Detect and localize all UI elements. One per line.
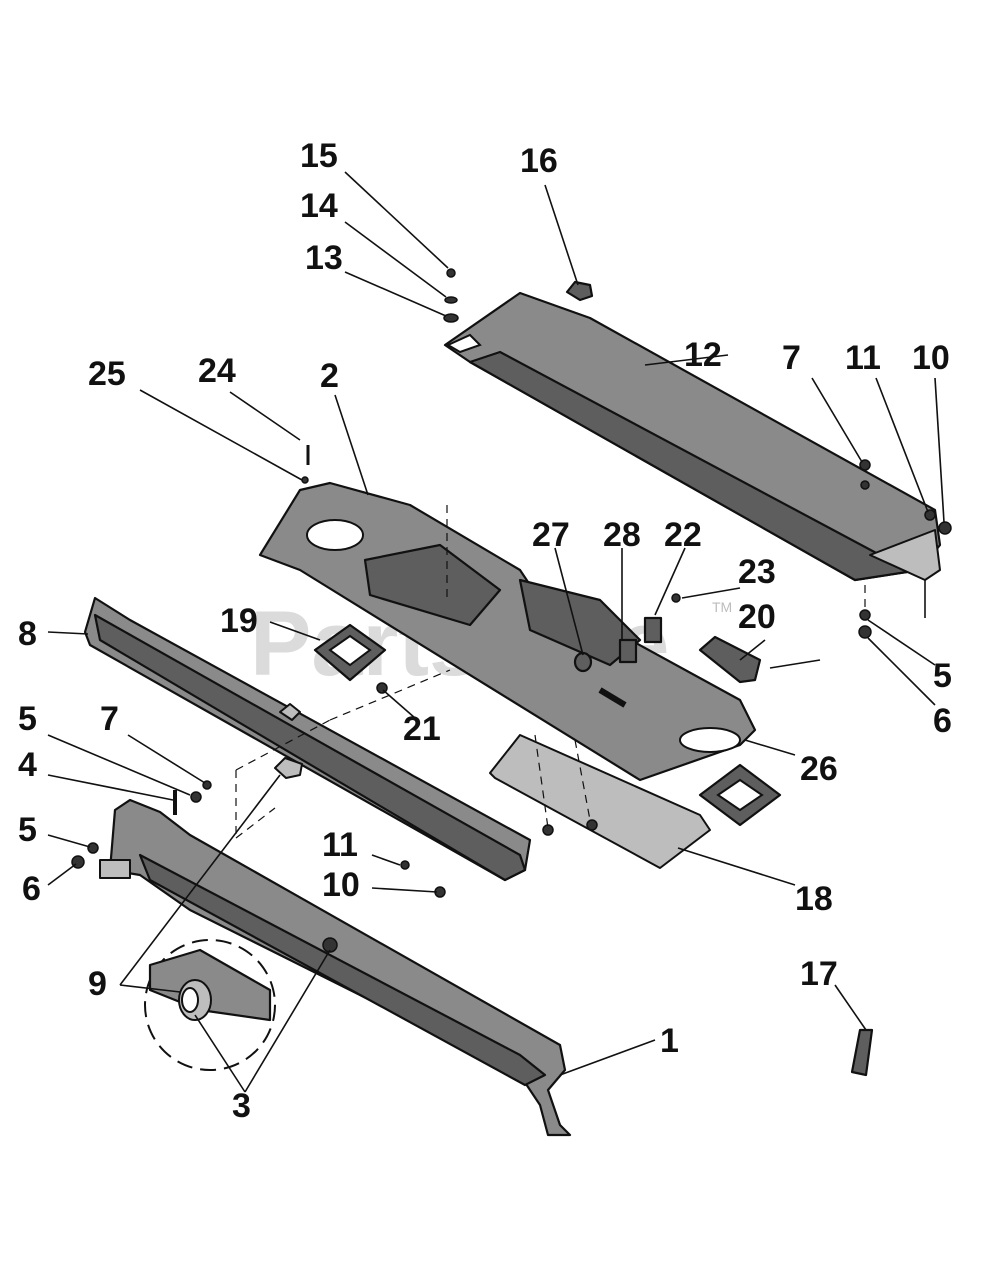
callout-12: 12	[684, 336, 722, 374]
callout-27: 27	[532, 516, 570, 554]
callout-21: 21	[403, 710, 441, 748]
callout-2: 2	[320, 357, 339, 395]
callout-5-right: 5	[933, 657, 952, 695]
callout-labels: 15 14 13 16 12 7 11 10 25 24 2 27 28 22 …	[18, 137, 952, 1125]
part-27-grommet[interactable]	[573, 651, 593, 673]
leader-lines	[47, 171, 945, 1093]
callout-11-top: 11	[845, 339, 881, 377]
callout-1: 1	[660, 1022, 679, 1060]
callout-26: 26	[800, 750, 838, 788]
callout-22: 22	[664, 516, 702, 554]
part-16-clip[interactable]	[565, 280, 594, 302]
part-22-relay[interactable]	[643, 616, 663, 644]
callout-7-top: 7	[782, 339, 801, 377]
callout-13: 13	[305, 239, 343, 277]
callout-18: 18	[795, 880, 833, 918]
callout-19: 19	[220, 602, 258, 640]
part-17-spring[interactable]	[850, 1028, 874, 1077]
callout-4: 4	[18, 746, 37, 784]
callout-28: 28	[603, 516, 641, 554]
part-12-upper-panel[interactable]	[443, 291, 942, 618]
callout-20: 20	[738, 598, 776, 636]
hardware-misc[interactable]	[71, 445, 952, 898]
part-26-bolt[interactable]	[598, 687, 627, 708]
part-18-plate[interactable]	[489, 734, 711, 869]
part-20-connector[interactable]	[698, 635, 762, 684]
filter-lower[interactable]	[698, 763, 782, 827]
part-8-side-rail[interactable]	[83, 596, 532, 882]
part-9-clip[interactable]	[274, 757, 303, 779]
callout-7-left: 7	[100, 700, 119, 738]
callout-3: 3	[232, 1087, 251, 1125]
callout-10-bottom: 10	[322, 866, 360, 904]
callout-24: 24	[198, 352, 236, 390]
callout-17: 17	[800, 955, 838, 993]
callout-5-left-a: 5	[18, 700, 37, 738]
callout-15: 15	[300, 137, 338, 175]
callout-14: 14	[300, 187, 338, 225]
callout-23: 23	[738, 553, 776, 591]
callout-6-right: 6	[933, 702, 952, 740]
part-2-tray[interactable]	[258, 481, 757, 782]
callout-16: 16	[520, 142, 558, 180]
part-28-switch[interactable]	[618, 638, 638, 664]
part-1-lower-frame[interactable]	[99, 798, 572, 1137]
hardware-13-14-15[interactable]	[443, 268, 459, 323]
detail-inset	[144, 939, 276, 1071]
callout-6-left: 6	[22, 870, 41, 908]
callout-11-bottom: 11	[322, 826, 358, 864]
callout-5-left-b: 5	[18, 811, 37, 849]
callout-8: 8	[18, 615, 37, 653]
callout-10-top: 10	[912, 339, 950, 377]
alignment-lines	[235, 505, 866, 839]
trademark: TM	[712, 599, 732, 615]
callout-9: 9	[88, 965, 107, 1003]
part-19-filter[interactable]	[313, 623, 387, 682]
callout-25: 25	[88, 355, 126, 393]
